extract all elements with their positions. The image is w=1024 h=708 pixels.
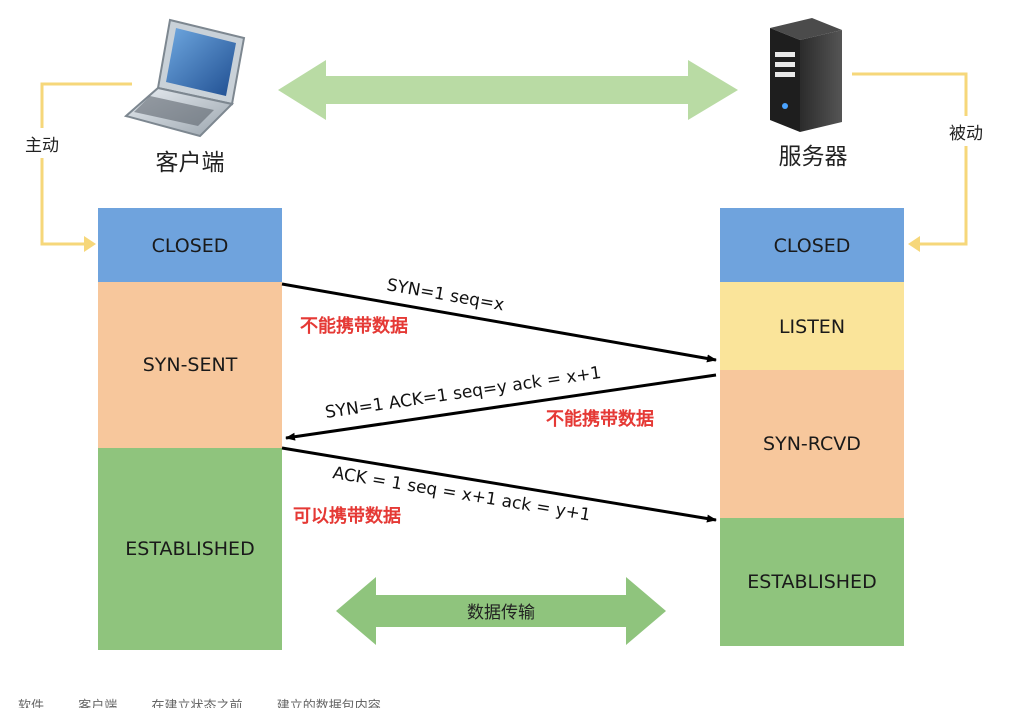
server-state-listen	[720, 282, 904, 370]
message-arrow-syn-ack	[285, 373, 717, 441]
server-state-syn-rcvd	[720, 370, 904, 518]
client-mode-arrowhead	[84, 236, 96, 252]
server-state-established-label: ESTABLISHED	[747, 571, 876, 593]
message-note-syn: 不能携带数据	[300, 315, 408, 337]
message-note-syn-ack: 不能携带数据	[546, 408, 654, 430]
message-label-syn: SYN=1 seq=x	[385, 275, 505, 315]
client-mode-label-bg	[14, 128, 70, 158]
server-icon	[770, 18, 842, 132]
server-mode-label-bg	[938, 116, 994, 146]
data-transfer-label: 数据传输	[467, 603, 535, 623]
laptop-icon	[123, 18, 246, 138]
server-title: 服务器	[779, 144, 848, 170]
message-arrow-syn	[281, 282, 717, 363]
server-mode-arrowhead	[908, 236, 920, 252]
server-state-established	[720, 518, 904, 646]
client-state-established	[98, 448, 282, 650]
client-title: 客户端	[156, 150, 225, 176]
client-state-syn-sent-label: SYN-SENT	[143, 354, 238, 376]
server-state-syn-rcvd-label: SYN-RCVD	[763, 433, 861, 455]
server-mode-label: 被动	[949, 124, 983, 144]
server-state-closed-label: CLOSED	[774, 235, 851, 257]
connection-double-arrow	[278, 60, 738, 120]
client-mode-label: 主动	[25, 136, 59, 156]
client-mode-arrow	[40, 82, 132, 246]
server-mode-arrow	[852, 72, 968, 246]
client-state-established-label: ESTABLISHED	[125, 538, 254, 560]
server-state-listen-label: LISTEN	[779, 316, 845, 338]
client-state-closed-label: CLOSED	[152, 235, 229, 257]
server-state-closed	[720, 208, 904, 282]
data-transfer-arrow	[336, 577, 666, 645]
message-arrow-ack	[281, 446, 717, 523]
message-note-ack: 可以携带数据	[293, 505, 401, 527]
footer-text-fragment: 软件 …… 客户端 …… 在建立状态之前 …… 建立的数据包内容	[18, 699, 381, 708]
client-state-closed	[98, 208, 282, 282]
client-state-syn-sent	[98, 282, 282, 448]
